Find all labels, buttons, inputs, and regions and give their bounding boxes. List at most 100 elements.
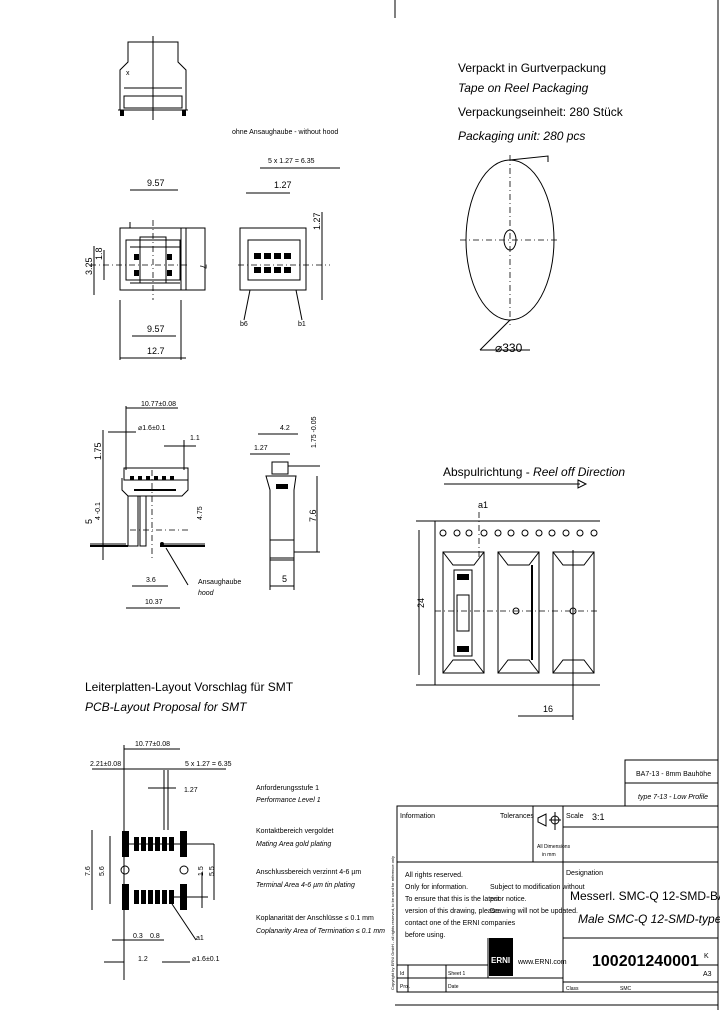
information-label: Information bbox=[400, 813, 435, 820]
dim-325: 3.25 bbox=[84, 257, 94, 275]
pcb-dim-5x127: 5 x 1.27 = 6.35 bbox=[185, 761, 232, 768]
website: www.ERNI.com bbox=[517, 959, 567, 966]
rights-line: To ensure that this is the latest bbox=[405, 896, 500, 903]
format: A3 bbox=[703, 971, 712, 978]
drawing-frame bbox=[394, 0, 719, 1010]
end-dim-42: 4.2 bbox=[280, 425, 290, 432]
dim-5x127: 5 x 1.27 = 6.35 bbox=[268, 158, 315, 165]
row2-mid: Date bbox=[448, 984, 459, 990]
scale-value: 3:1 bbox=[592, 812, 605, 822]
end-dim-76: 7.6 bbox=[308, 509, 318, 522]
class-label: Class bbox=[566, 986, 579, 992]
variant-line-2: type 7-13 - Low Profile bbox=[638, 794, 708, 801]
subject-line: Drawing will not be updated. bbox=[490, 908, 578, 915]
subject-line: Subject to modification without bbox=[490, 884, 585, 891]
hood-label-en: hood bbox=[198, 590, 215, 597]
erni-logo-text: ERNI bbox=[491, 956, 510, 965]
note-2-de: Kontaktbereich vergoldet bbox=[256, 828, 333, 835]
end-dim-127: 1.27 bbox=[254, 445, 268, 452]
dim-127-total: 12.7 bbox=[147, 346, 165, 356]
pcb-title-de: Leiterplatten-Layout Vorschlag für SMT bbox=[85, 680, 294, 694]
pcb-dim-12: 1.2 bbox=[138, 956, 148, 963]
note-2-en: Mating Area gold plating bbox=[256, 841, 331, 848]
notes-list: Anforderungsstufe 1 Performance Level 1 … bbox=[256, 785, 385, 935]
variant-box: BA7-13 - 8mm Bauhöhe type 7-13 - Low Pro… bbox=[624, 759, 719, 807]
side-dim-36: 3.6 bbox=[146, 577, 156, 584]
side-dim-4: 4 -0.1 bbox=[95, 502, 102, 520]
rights-line: version of this drawing, please bbox=[405, 908, 499, 915]
pcb-dim-dia: ⌀1.6±0.1 bbox=[192, 956, 220, 963]
rights-line: contact one of the ERNI companies bbox=[405, 920, 516, 927]
label-b1: b1 bbox=[298, 321, 306, 328]
packaging-de-2: Verpackungseinheit: 280 Stück bbox=[458, 105, 624, 119]
reel-drawing bbox=[460, 155, 560, 351]
note-4-de: Koplanarität der Anschlüsse ≤ 0.1 mm bbox=[256, 915, 374, 922]
pcb-footprint bbox=[91, 745, 226, 980]
carrier-tape bbox=[416, 512, 600, 720]
pcb-label-a1: a1 bbox=[196, 935, 204, 942]
row1-left: Id bbox=[400, 971, 404, 977]
side-dim-dia: ⌀1.6±0.1 bbox=[138, 425, 166, 432]
pcb-dim-1077: 10.77±0.08 bbox=[135, 741, 170, 748]
label-a1-tape: a1 bbox=[478, 500, 488, 510]
row1-mid: Sheet 1 bbox=[448, 971, 465, 977]
copyright: Copyright by ERNI GmbH - all rights rese… bbox=[390, 856, 395, 990]
connector-top-view-without-hood bbox=[238, 167, 340, 321]
dimensions-label: All Dimensions bbox=[537, 844, 571, 850]
packaging-en-2: Packaging unit: 280 pcs bbox=[458, 129, 585, 143]
title-block: ERNI Information Tolerances All Dimensio… bbox=[390, 805, 720, 993]
variant-line-1: BA7-13 - 8mm Bauhöhe bbox=[636, 771, 711, 778]
reel-off-title: Abspulrichtung - Reel off Direction bbox=[443, 465, 625, 479]
packaging-de-1: Verpackt in Gurtverpackung bbox=[458, 61, 606, 75]
pcb-dim-127: 1.27 bbox=[184, 787, 198, 794]
erni-logo bbox=[489, 938, 513, 976]
side-dim-475: 4.75 bbox=[197, 506, 204, 520]
projection-symbol-icon bbox=[537, 812, 561, 830]
reel-diameter: ⌀330 bbox=[495, 341, 523, 355]
dim-127-v: 1.27 bbox=[312, 212, 322, 230]
rights-text: All rights reserved. Only for informatio… bbox=[405, 872, 585, 939]
rights-line: All rights reserved. bbox=[405, 872, 463, 879]
pcb-title-en: PCB-Layout Proposal for SMT bbox=[85, 700, 248, 714]
dim-957-bottom: 9.57 bbox=[147, 324, 165, 334]
side-dim-1037: 10.37 bbox=[145, 599, 163, 606]
designation-label: Designation bbox=[566, 870, 603, 877]
pcb-dim-08: 0.8 bbox=[150, 933, 160, 940]
side-dim-5: 5 bbox=[84, 519, 94, 524]
end-dim-5: 5 bbox=[282, 574, 287, 584]
hood-mark: x bbox=[126, 70, 130, 77]
rights-line: Only for information. bbox=[405, 884, 468, 891]
note-1-en: Performance Level 1 bbox=[256, 797, 321, 804]
note-3-en: Terminal Area 4-6 µm tin plating bbox=[256, 882, 355, 889]
connector-front-view-with-hood: x bbox=[118, 36, 188, 120]
end-dim-175b: 1.75 -0.05 bbox=[311, 416, 318, 448]
reel-off-arrow-head bbox=[577, 479, 588, 489]
pcb-dim-15: 1.5 bbox=[198, 866, 205, 876]
pcb-dim-76: 7.6 bbox=[85, 866, 92, 876]
rights-line: before using. bbox=[405, 932, 446, 939]
hood-label-de: Ansaughaube bbox=[198, 579, 241, 586]
scale-label: Scale bbox=[566, 813, 584, 820]
connector-end-view bbox=[250, 433, 320, 590]
pcb-dim-03: 0.3 bbox=[133, 933, 143, 940]
hood-note: ohne Ansaughaube - without hood bbox=[232, 129, 338, 136]
packaging-en-1: Tape on Reel Packaging bbox=[458, 81, 589, 95]
side-dim-11: 1.1 bbox=[190, 435, 200, 442]
note-4-en: Coplanarity Area of Termination ≤ 0.1 mm bbox=[256, 928, 385, 935]
designation-de: Messerl. SMC-Q 12-SMD-BA7-13 bbox=[570, 889, 720, 903]
class-value: SMC bbox=[620, 986, 632, 992]
pcb-dim-221: 2.21±0.08 bbox=[90, 761, 121, 768]
note-3-de: Anschlussbereich verzinnt 4-6 µm bbox=[256, 869, 361, 876]
side-dim-175: 1.75 bbox=[93, 442, 103, 460]
dimensions-unit: in mm bbox=[542, 852, 556, 858]
side-dim-1077: 10.77±0.08 bbox=[141, 401, 176, 408]
dim-127: 1.27 bbox=[274, 180, 292, 190]
row2-left: Proj. bbox=[400, 984, 410, 990]
note-1-de: Anforderungsstufe 1 bbox=[256, 785, 319, 792]
part-number: 100201240001 bbox=[592, 953, 699, 970]
dim-18: 1.8 bbox=[94, 247, 104, 260]
pcb-dim-56: 5.6 bbox=[99, 866, 106, 876]
label-b6: b6 bbox=[240, 321, 248, 328]
dim-24: 24 bbox=[416, 598, 426, 608]
